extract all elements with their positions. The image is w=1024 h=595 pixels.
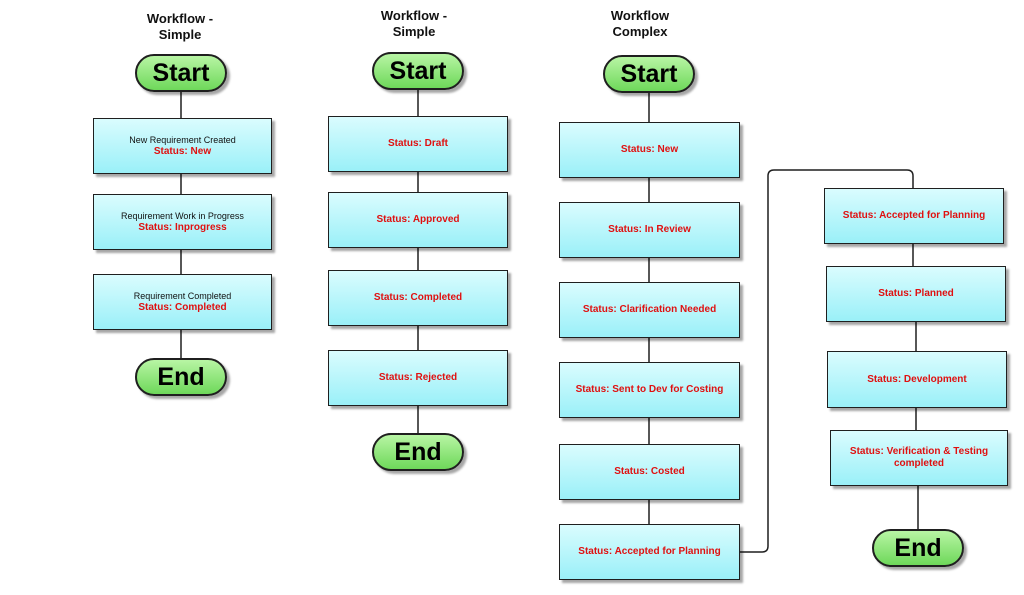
start-terminal: Start bbox=[603, 55, 695, 93]
start-terminal: Start bbox=[372, 52, 464, 90]
end-terminal: End bbox=[135, 358, 227, 396]
step-status: Status: Development bbox=[867, 373, 967, 385]
process-step: Status: In Review bbox=[559, 202, 740, 258]
step-status: Status: Inprogress bbox=[138, 222, 227, 233]
process-step: Status: Planned bbox=[826, 266, 1006, 322]
step-description: Requirement Work in Progress bbox=[121, 211, 244, 221]
step-status: Status: Rejected bbox=[378, 372, 458, 383]
step-status: Status: Sent to Dev for Costing bbox=[575, 384, 724, 395]
process-step: Status: Accepted for Planning bbox=[824, 188, 1004, 244]
step-status: Status: In Review bbox=[608, 224, 691, 235]
process-step: Status: Sent to Dev for Costing bbox=[559, 362, 740, 418]
step-status: Status: Approved bbox=[376, 214, 460, 225]
step-status: Status: Completed bbox=[373, 292, 463, 303]
step-status: Status: New bbox=[620, 144, 679, 155]
process-step: New Requirement Created Status: New bbox=[93, 118, 272, 174]
step-description: New Requirement Created bbox=[129, 135, 236, 145]
process-step: Status: New bbox=[559, 122, 740, 178]
process-step: Requirement Completed Status: Completed bbox=[93, 274, 272, 330]
step-status: Status: Accepted for Planning bbox=[842, 210, 986, 221]
end-terminal: End bbox=[372, 433, 464, 471]
process-step: Requirement Work in Progress Status: Inp… bbox=[93, 194, 272, 250]
process-step: Status: Draft bbox=[328, 116, 508, 172]
step-status: Status: Verification & Testing completed bbox=[849, 446, 989, 469]
continuation-connector bbox=[740, 169, 914, 553]
process-step: Status: Completed bbox=[328, 270, 508, 326]
process-step: Status: Development bbox=[827, 351, 1007, 408]
workflow-title: Workflow - Simple bbox=[146, 11, 214, 42]
step-status: Status: Draft bbox=[387, 138, 448, 149]
step-status: Status: Clarification Needed bbox=[582, 304, 717, 315]
step-status: Status: Costed bbox=[614, 466, 685, 477]
step-status: Status: New bbox=[153, 146, 212, 157]
process-step: Status: Verification & Testing completed bbox=[830, 430, 1008, 486]
workflow-title: Workflow Complex bbox=[610, 8, 670, 39]
process-step: Status: Clarification Needed bbox=[559, 282, 740, 338]
start-terminal: Start bbox=[135, 54, 227, 92]
process-step: Status: Approved bbox=[328, 192, 508, 248]
step-description: Requirement Completed bbox=[133, 291, 232, 301]
step-status: Status: Completed bbox=[138, 302, 227, 313]
process-step: Status: Rejected bbox=[328, 350, 508, 406]
process-step: Status: Accepted for Planning bbox=[559, 524, 740, 580]
end-terminal: End bbox=[872, 529, 964, 567]
workflow-title: Workflow - Simple bbox=[380, 8, 448, 39]
step-status: Status: Accepted for Planning bbox=[578, 546, 721, 557]
process-step: Status: Costed bbox=[559, 444, 740, 500]
step-status: Status: Planned bbox=[878, 288, 954, 299]
